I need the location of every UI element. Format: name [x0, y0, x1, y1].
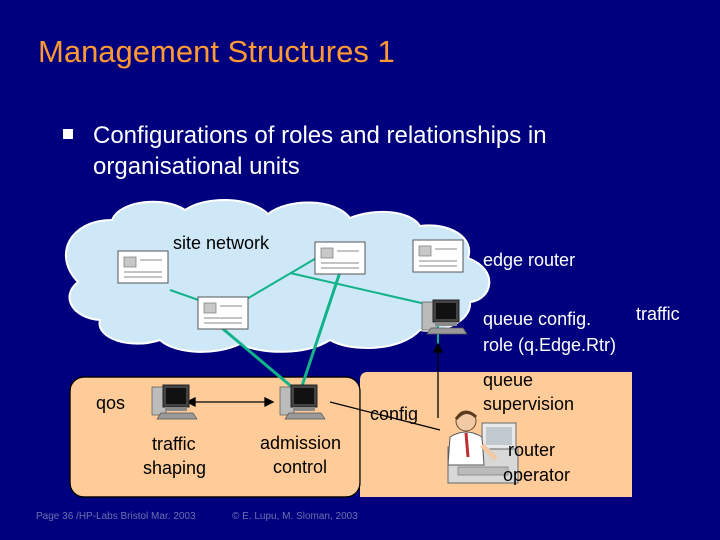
slide-title: Management Structures 1	[38, 34, 395, 69]
router-icon	[197, 296, 249, 330]
bullet-square-icon	[63, 129, 73, 139]
edge-router-icon	[412, 239, 464, 273]
footer-copyright: © E. Lupu, M. Sloman, 2003	[232, 511, 358, 522]
queue-config-role-label-line2: role (q.Edge.Rtr)	[483, 335, 617, 355]
router-operator-label-line2: operator	[503, 465, 571, 485]
site-network-cloud	[65, 199, 491, 353]
edge-router-label: edge router	[483, 250, 576, 270]
traffic-shaping-label-line1: traffic	[152, 434, 196, 454]
router-operator-person-icon	[447, 410, 519, 484]
queue-config-role-label-line1: queue config.	[483, 309, 592, 329]
traffic-shaping-label-line2: shaping	[143, 458, 207, 478]
router-operator-label-line1: router	[508, 440, 556, 460]
qos-label: qos	[96, 393, 126, 413]
footer-page-info: Page 36 /HP-Labs Bristol Mar. 2003	[36, 511, 196, 522]
bullet-text: Configurations of roles and relationship…	[93, 122, 547, 180]
router-icon	[117, 250, 169, 284]
admission-control-label-line1: admission	[260, 433, 342, 453]
queue-supervision-label-line2: supervision	[483, 394, 575, 414]
traffic-label: traffic	[636, 304, 680, 324]
config-label: config	[370, 404, 419, 424]
arrows	[185, 342, 444, 431]
admission-control-label-line2: control	[273, 457, 328, 477]
site-network-label: site network	[173, 233, 270, 253]
router-icon	[314, 241, 366, 275]
queue-supervision-label-line1: queue	[483, 370, 534, 390]
